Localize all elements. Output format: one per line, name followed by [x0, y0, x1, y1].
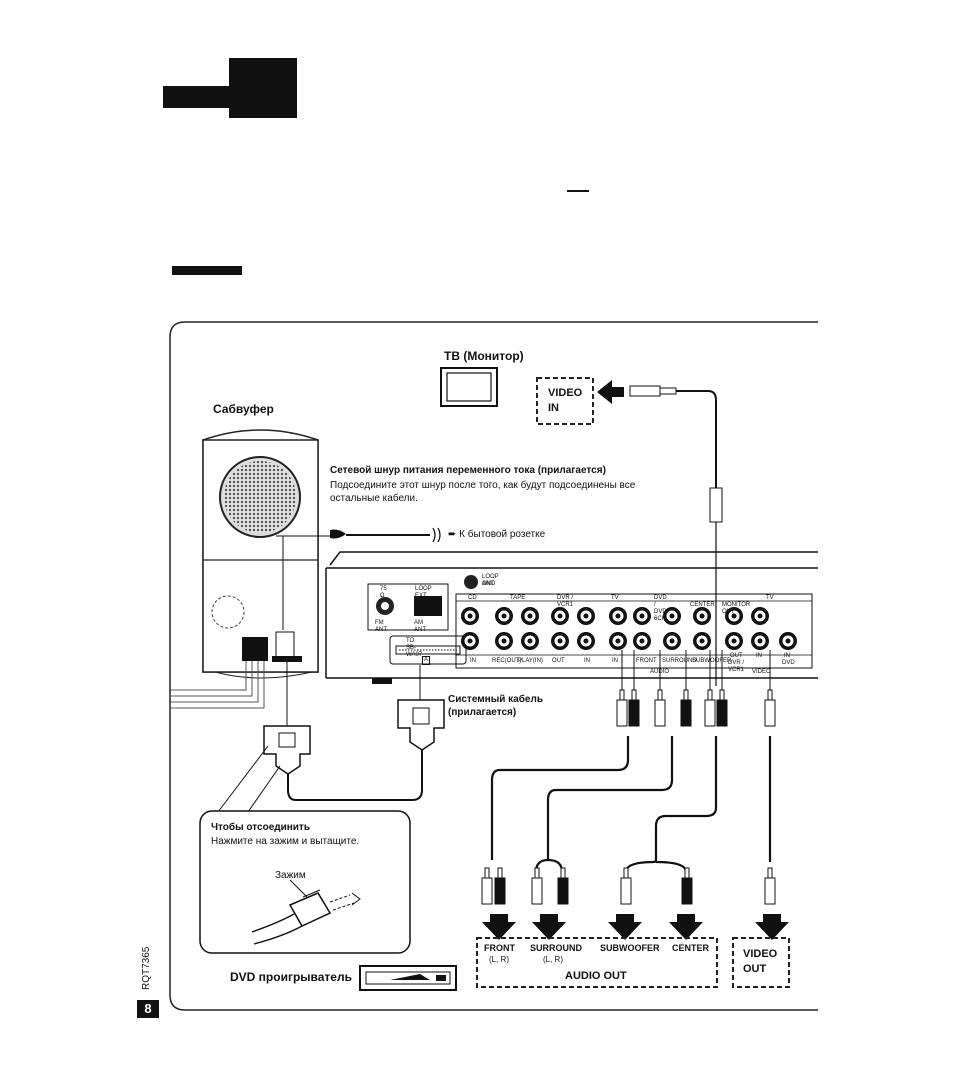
- panel-a-mark: A: [422, 656, 431, 665]
- panel-in1: IN: [470, 658, 476, 664]
- panel-tv-video: TV: [766, 595, 774, 601]
- video-out-label-2: OUT: [743, 963, 767, 975]
- ac-cord-title: Сетевой шнур питания переменного тока (п…: [330, 465, 606, 476]
- doc-code: RQT7365: [141, 946, 152, 990]
- header-square: [229, 58, 297, 118]
- rca-plug-icon: [494, 877, 506, 905]
- panel-dvd6ch: DVD / DVD 6CH: [654, 595, 667, 622]
- panel-video: VIDEO: [752, 669, 771, 675]
- arrow-down-icon: [608, 914, 642, 940]
- rca-plug-icon: [628, 699, 640, 727]
- panel-out1: OUT: [552, 658, 565, 664]
- panel-tv: TV: [611, 595, 619, 601]
- panel-gnd: GND: [482, 581, 496, 587]
- rca-plug-icon: [481, 877, 493, 905]
- surround-lr-label: (L, R): [543, 955, 563, 964]
- arrow-down-icon: [669, 914, 703, 940]
- rca-jacks: [461, 607, 797, 650]
- arrow-down-icon: [482, 914, 516, 940]
- outlet-text: К бытовой розетке: [459, 529, 546, 540]
- rca-plugs-upper: [616, 650, 776, 727]
- receiver-rear-panel: [325, 551, 818, 684]
- rca-plug-icon: [616, 699, 628, 727]
- rca-plug-icon: [620, 877, 632, 905]
- panel-monitor-out: MONITOR OUT: [722, 602, 751, 615]
- arrow-right-icon: ➨: [448, 529, 457, 540]
- rca-plug-icon: [531, 877, 543, 905]
- video-in-label-1: VIDEO: [548, 387, 583, 399]
- section-bar: [172, 266, 242, 275]
- rca-plug-icon: [681, 877, 693, 905]
- panel-in-v2: IN: [784, 653, 790, 659]
- panel-dvr-vcr1-v: DVR / VCR1: [728, 660, 745, 673]
- panel-surround: SURROUND: [662, 658, 697, 664]
- panel-to-sbwa: TO SB-WA07: [406, 638, 423, 658]
- rca-plug-icon: [680, 699, 692, 727]
- rca-plugs-lower: [481, 867, 776, 905]
- page-number: 8: [137, 1000, 159, 1018]
- surround-label: SURROUND: [530, 943, 583, 953]
- rca-plug-icon: [764, 699, 776, 727]
- panel-loop-ext: LOOP EXT: [415, 586, 432, 599]
- rca-plug-icon: [654, 699, 666, 727]
- center-label: CENTER: [672, 943, 710, 953]
- panel-rec-out: REC(OUT): [492, 658, 522, 664]
- panel-subwoofer: SUBWOOFER: [692, 658, 732, 664]
- front-label: FRONT: [484, 943, 515, 953]
- panel-front: FRONT: [636, 658, 657, 664]
- system-cable-label-1: Системный кабель: [448, 694, 543, 705]
- arrow-down-icon: [755, 914, 789, 940]
- clamp-illustration-icon: [251, 879, 361, 945]
- audio-out-label: AUDIO OUT: [565, 970, 627, 982]
- panel-am-ant: AM ANT: [414, 620, 426, 633]
- video-in-label-2: IN: [548, 402, 559, 414]
- panel-tape: TAPE: [510, 595, 526, 601]
- arrow-left-icon: [597, 380, 624, 404]
- tv-monitor-icon: [440, 367, 498, 407]
- panel-ohm: 75 Ω: [380, 586, 387, 599]
- system-cable-connectors: [263, 662, 445, 801]
- ac-cord-text-2: остальные кабели.: [330, 493, 418, 504]
- panel-audio: AUDIO: [650, 669, 670, 675]
- subwoofer-out-label: SUBWOOFER: [600, 943, 660, 953]
- ac-cord-text-1: Подсоедините этот шнур после того, как б…: [330, 480, 636, 491]
- panel-loop-ant: LOOP ANT: [482, 574, 499, 587]
- panel-dvd-v: DVD: [782, 660, 795, 666]
- dvd-player-icon: [359, 965, 457, 991]
- tv-label: ТВ (Монитор): [444, 349, 524, 363]
- disconnect-text: Нажмите на зажим и вытащите.: [211, 836, 360, 847]
- small-underline: [567, 190, 589, 192]
- rca-plug-icon: [557, 877, 569, 905]
- panel-in-v1: IN: [756, 653, 762, 659]
- rca-plug-icon: [716, 699, 728, 727]
- ac-plug-icon: [330, 527, 441, 543]
- panel-in2: IN: [584, 658, 590, 664]
- video-out-label-1: VIDEO: [743, 948, 778, 960]
- front-lr-label: (L, R): [489, 955, 509, 964]
- arrow-down-icon: [532, 914, 566, 940]
- panel-center: CENTER: [690, 602, 715, 608]
- panel-cd: CD: [468, 595, 477, 601]
- panel-fm-ant: FM ANT: [375, 620, 387, 633]
- panel-out-v: OUT: [730, 653, 743, 659]
- rca-plug-icon: [764, 877, 776, 905]
- dvd-player-label: DVD проигрыватель: [230, 970, 352, 984]
- panel-dvr-vcr1: DVR / VCR1: [557, 595, 574, 608]
- disconnect-title: Чтобы отсоединить: [211, 822, 310, 833]
- panel-play-in: PLAY(IN): [518, 658, 543, 664]
- outlet-label: ➨ К бытовой розетке: [448, 529, 545, 541]
- system-cable-label-2: (прилагается): [448, 707, 517, 718]
- header-bar: [163, 86, 229, 108]
- clamp-label: Зажим: [275, 870, 306, 881]
- subwoofer-label: Сабвуфер: [213, 402, 274, 416]
- rca-plug-icon: [704, 699, 716, 727]
- subwoofer-icon: [202, 429, 319, 679]
- panel-in3: IN: [612, 658, 618, 664]
